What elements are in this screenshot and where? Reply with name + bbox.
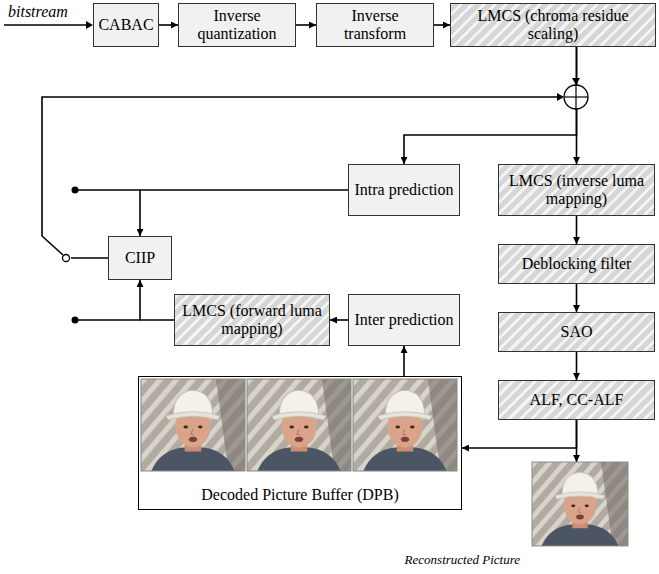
prediction-wire [42, 97, 557, 236]
box-text: Inter prediction [354, 311, 453, 329]
box-text: Intra prediction [354, 181, 453, 199]
process-box: Deblocking filter [498, 244, 655, 284]
adder-cross [575, 85, 576, 109]
process-box: Inverse quantization [178, 3, 296, 47]
arrowhead [557, 93, 564, 101]
box-text: Decoded Picture Buffer (DPB) [201, 486, 398, 504]
buffer-box: Decoded Picture Buffer (DPB) [138, 376, 462, 510]
picture [532, 462, 628, 546]
adder-symbol [564, 85, 588, 109]
flow-arrow [140, 280, 174, 320]
terminal-dot [72, 187, 79, 194]
flow-arrow [296, 24, 316, 26]
flow-arrow [434, 24, 450, 26]
box-text: Deblocking filter [522, 255, 632, 273]
box-text: ALF, CC-ALF [530, 391, 624, 409]
box-text: LMCS (chroma residue scaling) [455, 7, 651, 44]
flow-arrow [403, 346, 405, 376]
flow-arrow [576, 284, 578, 312]
flow-arrow [404, 47, 577, 164]
process-box: LMCS (forward luma mapping) [174, 294, 330, 346]
flow-arrow [140, 190, 348, 236]
picture [353, 379, 457, 471]
arrowhead [86, 21, 93, 29]
box-text: LMCS (inverse luma mapping) [503, 172, 650, 209]
flow-arrow [462, 420, 577, 448]
output-picture: Reconstructed Picture [400, 462, 628, 568]
flow-arrow [576, 352, 578, 380]
picture [247, 379, 351, 471]
box-text: Inverse transform [321, 7, 429, 44]
arrowhead [572, 78, 580, 85]
switch-lever [42, 236, 63, 255]
process-box: ALF, CC-ALF [498, 380, 655, 420]
box-text: Reconstructed Picture [400, 553, 520, 568]
switch-contact [63, 255, 70, 262]
input-wire [4, 24, 86, 25]
box-text: Inverse quantization [183, 7, 291, 44]
signal-label: bitstream [8, 3, 68, 21]
box-text: CABAC [98, 16, 153, 34]
box-text: LMCS (forward luma mapping) [179, 302, 325, 339]
process-box: CABAC [93, 3, 159, 47]
process-box: LMCS (chroma residue scaling) [450, 3, 656, 47]
flow-arrow [576, 420, 578, 462]
process-box: Inverse transform [316, 3, 434, 47]
process-box: LMCS (inverse luma mapping) [498, 164, 655, 216]
picture [141, 379, 245, 471]
box-text: CIIP [125, 249, 155, 267]
terminal-wire [71, 257, 108, 259]
box-text: SAO [560, 323, 592, 341]
terminal-wire [75, 189, 140, 191]
process-box: Intra prediction [348, 164, 460, 216]
process-box: Inter prediction [348, 294, 460, 346]
flow-arrow [159, 24, 178, 26]
flow-arrow [330, 319, 348, 321]
process-box: SAO [498, 312, 655, 352]
terminal-wire [75, 319, 140, 321]
flow-arrow [576, 216, 578, 244]
process-box: CIIP [108, 236, 172, 280]
terminal-dot [72, 317, 79, 324]
